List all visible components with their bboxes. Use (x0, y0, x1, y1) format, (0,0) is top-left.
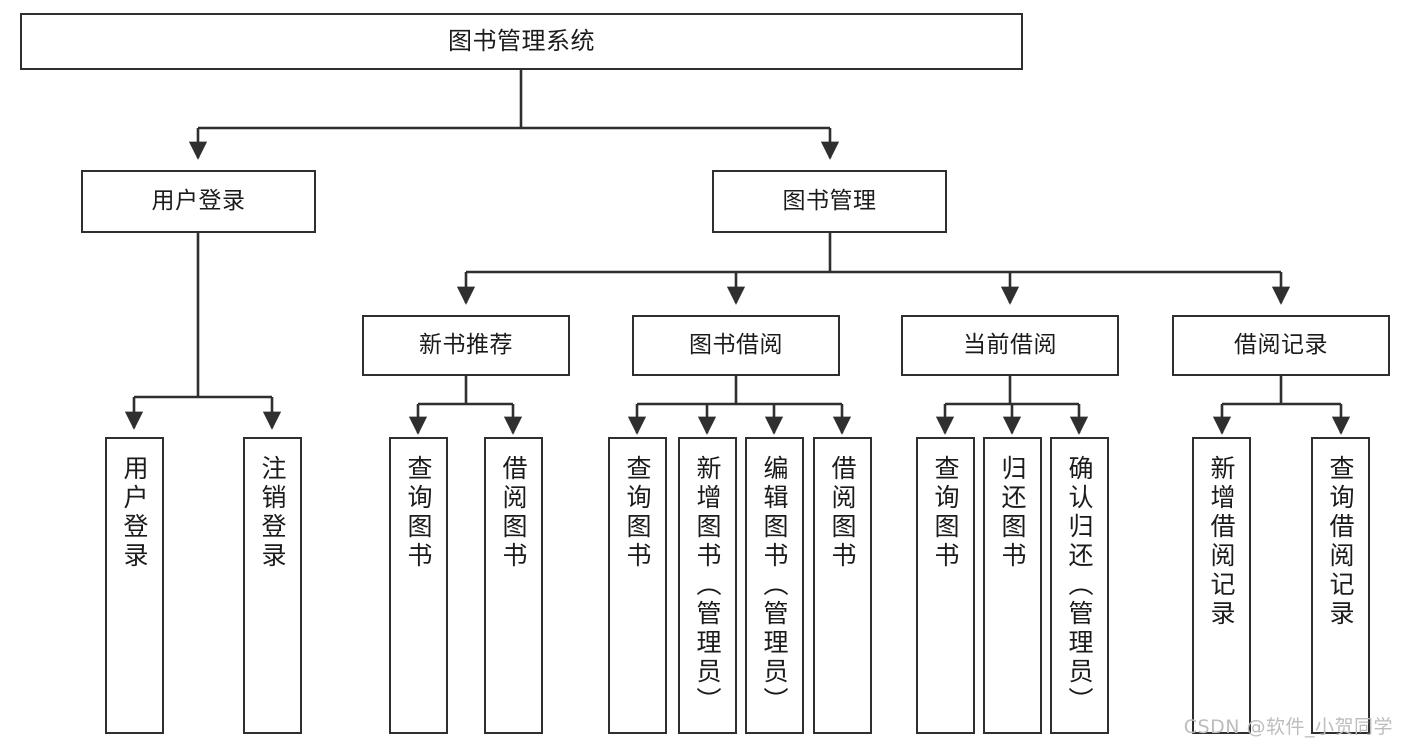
leaf-borrow-borrow-book[interactable]: 借阅图书 (813, 437, 872, 734)
leaf-current-confirm-return[interactable]: 确认归还（管理员） (1050, 437, 1109, 734)
node-label: 归还图书 (998, 455, 1027, 571)
node-user-login[interactable]: 用户登录 (81, 170, 316, 233)
leaf-borrow-edit-book[interactable]: 编辑图书（管理员） (745, 437, 804, 734)
node-label: 借阅图书 (499, 455, 528, 571)
node-label: 查询图书 (404, 455, 433, 571)
node-label: 查询图书 (623, 455, 652, 571)
leaf-user-login-logout[interactable]: 注销登录 (243, 437, 302, 734)
node-label: 用户登录 (151, 188, 246, 215)
node-label: 确认归还（管理员） (1065, 455, 1094, 716)
node-book-management[interactable]: 图书管理 (712, 170, 947, 233)
node-label: 图书借阅 (689, 332, 783, 359)
leaf-current-query-book[interactable]: 查询图书 (916, 437, 975, 734)
node-book-borrow[interactable]: 图书借阅 (632, 315, 840, 376)
node-label: 借阅图书 (828, 455, 857, 571)
node-root-system[interactable]: 图书管理系统 (20, 13, 1023, 70)
node-label: 编辑图书（管理员） (760, 455, 789, 716)
leaf-borrow-query-book[interactable]: 查询图书 (608, 437, 667, 734)
node-label: 查询借阅记录 (1326, 455, 1355, 629)
node-label: 当前借阅 (963, 332, 1057, 359)
leaf-record-query[interactable]: 查询借阅记录 (1311, 437, 1370, 734)
leaf-borrow-add-book[interactable]: 新增图书（管理员） (678, 437, 737, 734)
node-label: 图书管理 (782, 188, 877, 215)
node-label: 用户登录 (120, 455, 149, 571)
node-borrow-record[interactable]: 借阅记录 (1172, 315, 1390, 376)
leaf-current-return-book[interactable]: 归还图书 (983, 437, 1042, 734)
node-label: 图书管理系统 (448, 26, 595, 55)
leaf-user-login-login[interactable]: 用户登录 (105, 437, 164, 734)
node-label: 新增图书（管理员） (693, 455, 722, 716)
node-label: 新增借阅记录 (1207, 455, 1236, 629)
leaf-new-book-query[interactable]: 查询图书 (389, 437, 448, 734)
watermark: CSDN @软件_小贺同学 (1183, 716, 1393, 738)
node-current-borrow[interactable]: 当前借阅 (901, 315, 1119, 376)
node-label: 新书推荐 (419, 332, 513, 359)
leaf-record-add[interactable]: 新增借阅记录 (1192, 437, 1251, 734)
node-label: 注销登录 (258, 455, 287, 571)
node-label: 查询图书 (931, 455, 960, 571)
node-label: 借阅记录 (1234, 332, 1328, 359)
leaf-new-book-borrow[interactable]: 借阅图书 (484, 437, 543, 734)
node-new-book-recommend[interactable]: 新书推荐 (362, 315, 570, 376)
